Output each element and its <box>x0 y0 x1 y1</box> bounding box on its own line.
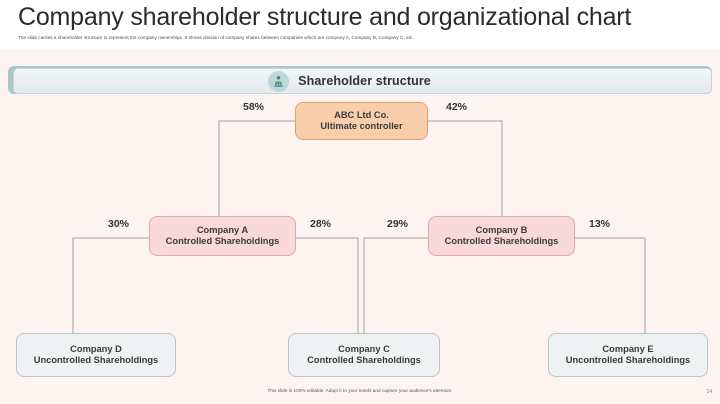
page-number: 14 <box>706 389 712 395</box>
node-company-b[interactable]: Company B Controlled Shareholdings <box>428 216 575 256</box>
node-line2: Controlled Shareholdings <box>165 236 280 246</box>
node-abc-ltd-co[interactable]: ABC Ltd Co. Ultimate controller <box>295 102 428 140</box>
node-company-a[interactable]: Company A Controlled Shareholdings <box>149 216 296 256</box>
edge-label-b-to-c: 29% <box>387 218 409 230</box>
node-line1: Company A <box>196 224 249 235</box>
org-chart: ABC Ltd Co. Ultimate controller Company … <box>0 94 720 384</box>
edge-label-abc-to-a: 58% <box>243 101 265 113</box>
edge-label-b-to-e: 13% <box>589 218 611 230</box>
node-line2: Ultimate controller <box>320 121 403 131</box>
node-line2: Controlled Shareholdings <box>444 236 559 246</box>
banner-label: Shareholder structure <box>298 74 431 88</box>
node-line1: Company D <box>70 343 122 354</box>
footer-note: This slide is 100% editable. Adapt it to… <box>267 388 453 393</box>
page-subtitle: The slide carries a shareholder structur… <box>18 35 414 40</box>
node-company-d[interactable]: Company D Uncontrolled Shareholdings <box>16 333 176 377</box>
node-line1: Company C <box>338 343 390 354</box>
node-line2: Uncontrolled Shareholdings <box>565 355 691 365</box>
edge-label-a-to-d: 30% <box>108 218 130 230</box>
node-company-c[interactable]: Company C Controlled Shareholdings <box>288 333 440 377</box>
node-line1: Company E <box>602 343 654 354</box>
node-line1: Company B <box>475 224 528 235</box>
slide-header: Company shareholder structure and organi… <box>0 0 720 50</box>
node-line1: ABC Ltd Co. <box>334 109 389 120</box>
node-line2: Uncontrolled Shareholdings <box>33 355 159 365</box>
people-group-icon <box>268 70 290 92</box>
node-company-e[interactable]: Company E Uncontrolled Shareholdings <box>548 333 708 377</box>
page-title: Company shareholder structure and organi… <box>18 3 632 31</box>
edge-label-a-to-c: 28% <box>310 218 332 230</box>
section-banner[interactable]: Shareholder structure <box>13 68 712 94</box>
edge-label-abc-to-b: 42% <box>446 101 468 113</box>
node-line2: Controlled Shareholdings <box>307 355 421 365</box>
